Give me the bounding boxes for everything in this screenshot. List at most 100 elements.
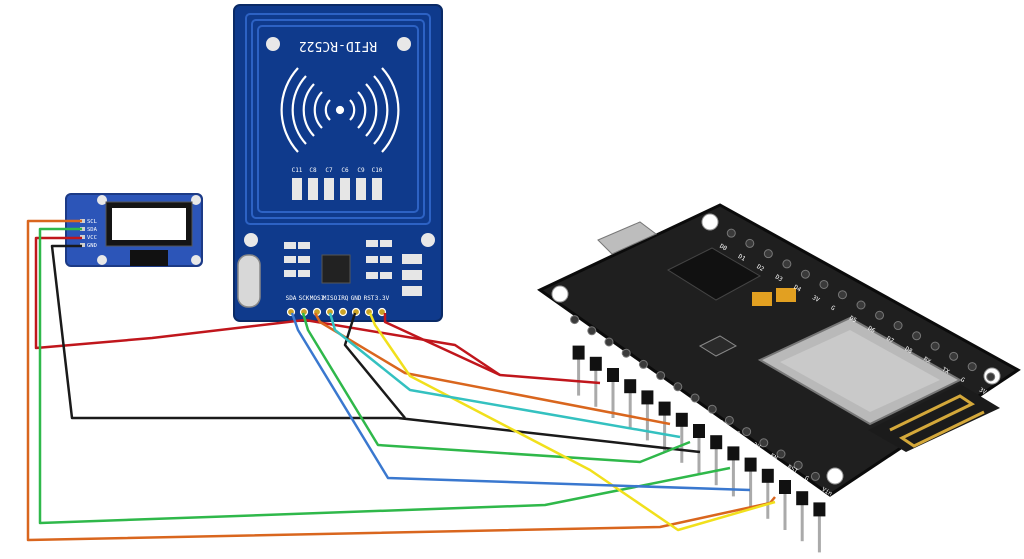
nodemcu-top-pin xyxy=(726,228,736,238)
nodemcu-header-housing xyxy=(693,424,705,438)
nodemcu-top-pin-label: D5 xyxy=(848,315,858,325)
nodemcu-top-pin-label: D2 xyxy=(755,263,765,273)
nodemcu-bottom-pin xyxy=(656,371,666,381)
nodemcu-bottom-pin xyxy=(793,460,803,470)
nodemcu-top-pin-label: RX xyxy=(922,356,932,366)
nodemcu-bottom-pin-label: A0 xyxy=(580,329,590,339)
nodemcu-top-pin-label: D8 xyxy=(904,345,914,355)
nodemcu-header-housing xyxy=(589,356,602,371)
rfid-capacitor-label: C7 xyxy=(325,167,333,174)
nodemcu-bottom-pin-label: S0 xyxy=(700,408,710,418)
rfid-pin-label: SCK xyxy=(299,295,310,302)
nodemcu-header-housing xyxy=(658,401,671,416)
nodemcu-header-housing xyxy=(710,435,723,450)
nodemcu-bottom-pin xyxy=(810,471,820,481)
nodemcu-bottom-pin xyxy=(759,438,769,448)
rfid-capacitor xyxy=(292,178,302,200)
tantalum-cap-2 xyxy=(776,288,796,302)
rfid-capacitor xyxy=(356,178,366,200)
nodemcu-top-header xyxy=(726,228,996,382)
nodemcu-top-pin xyxy=(782,259,792,269)
usb-port xyxy=(597,221,657,255)
esp-shield-top xyxy=(780,330,940,412)
rfid-hole-bl xyxy=(244,233,258,247)
tantalum-cap-1 xyxy=(752,292,772,306)
rfid-antenna-outer xyxy=(245,13,431,225)
nodemcu-bottom-pin-label: S3 xyxy=(631,363,641,373)
nodemcu-top-pin xyxy=(856,300,866,310)
nodemcu-top-pin-label: D3 xyxy=(774,274,784,284)
nodemcu-bottom-pin xyxy=(673,382,683,392)
nodemcu-top-pin-label: D1 xyxy=(737,253,747,263)
nodemcu-header-housing xyxy=(572,345,585,360)
wire-red-oled-vcc xyxy=(34,236,501,377)
nodemcu-header-housing xyxy=(624,379,637,394)
nodemcu-bottom-pin-label: G xyxy=(597,340,604,348)
rfid-pin-label: GND xyxy=(351,295,362,302)
rfid-pin-label: IRQ xyxy=(338,295,349,302)
nodemcu-top-pin xyxy=(819,279,829,289)
nodemcu-bottom-pin-label: RST xyxy=(786,464,799,476)
wire-green-rfid-sck xyxy=(301,312,691,464)
esp-antenna-trace xyxy=(889,394,985,448)
oled-pin-label: VCC xyxy=(87,235,97,241)
nodemcu-bottom-pin-label: G xyxy=(734,430,741,438)
rfid-hole-tr xyxy=(397,37,411,51)
nodemcu-bottom-pin-label: VU xyxy=(614,352,624,362)
nodemcu-bottom-header xyxy=(570,315,826,553)
nodemcu-top-pin xyxy=(763,249,773,259)
nodemcu-top-pin xyxy=(893,321,903,331)
rfid-pin-label: SDA xyxy=(286,295,297,302)
usb-serial-chip xyxy=(666,247,762,301)
rfid-chip xyxy=(321,254,351,284)
rfid-capacitor xyxy=(372,178,382,200)
nodemcu-header-housing xyxy=(641,390,654,405)
nodemcu-top-pin-label: D0 xyxy=(718,243,728,253)
rfid-pin-label: 3.3V xyxy=(375,295,390,302)
oled-hole-tl xyxy=(97,195,107,205)
nodemcu-hole-bottom xyxy=(826,467,844,485)
oled-pin xyxy=(80,227,85,231)
nodemcu-bottom-pin xyxy=(638,359,648,369)
rfid-smd-parts xyxy=(284,240,422,296)
nodemcu-bottom-pin xyxy=(707,404,717,414)
nodemcu-top-pin xyxy=(800,269,810,279)
rfid-wave-icon xyxy=(280,67,400,153)
nodemcu-top-pin xyxy=(930,341,940,351)
nodemcu-hole-left xyxy=(551,285,569,303)
nodemcu-top-pin-label: D6 xyxy=(867,325,877,335)
oled-pin xyxy=(80,243,85,247)
nodemcu-top-pin xyxy=(912,331,922,341)
rfid-title: RFID-RC522 xyxy=(299,38,377,53)
wires xyxy=(26,219,776,542)
rfid-capacitor xyxy=(324,178,334,200)
oled-hole-tr xyxy=(191,195,201,205)
nodemcu-top-pin xyxy=(875,310,885,320)
nodemcu-top-pin-label: G xyxy=(959,376,966,384)
nodemcu-top-pin xyxy=(837,290,847,300)
nodemcu-top-pin-label: D4 xyxy=(792,284,802,294)
nodemcu-bottom-pin xyxy=(776,449,786,459)
rfid-pin-pad xyxy=(338,307,348,317)
nodemcu-bottom-pin-label: S2 xyxy=(648,374,658,384)
nodemcu-top-pin xyxy=(967,362,977,372)
voltage-regulator xyxy=(698,335,738,357)
rfid-pin-label: MISO xyxy=(323,295,338,302)
oled-hole-br xyxy=(191,255,201,265)
nodemcu-bottom-pin xyxy=(742,427,752,437)
rfid-antenna-mid xyxy=(251,19,425,219)
nodemcu-header-housing xyxy=(727,446,740,461)
nodemcu-header-housing xyxy=(607,368,619,382)
oled-pin-label: SDA xyxy=(87,227,98,233)
nodemcu-bottom-pin xyxy=(621,348,631,358)
nodemcu-header-housing xyxy=(744,457,757,472)
wire-cyan-rfid-miso xyxy=(328,312,681,439)
nodemcu-hole-top xyxy=(701,213,719,231)
